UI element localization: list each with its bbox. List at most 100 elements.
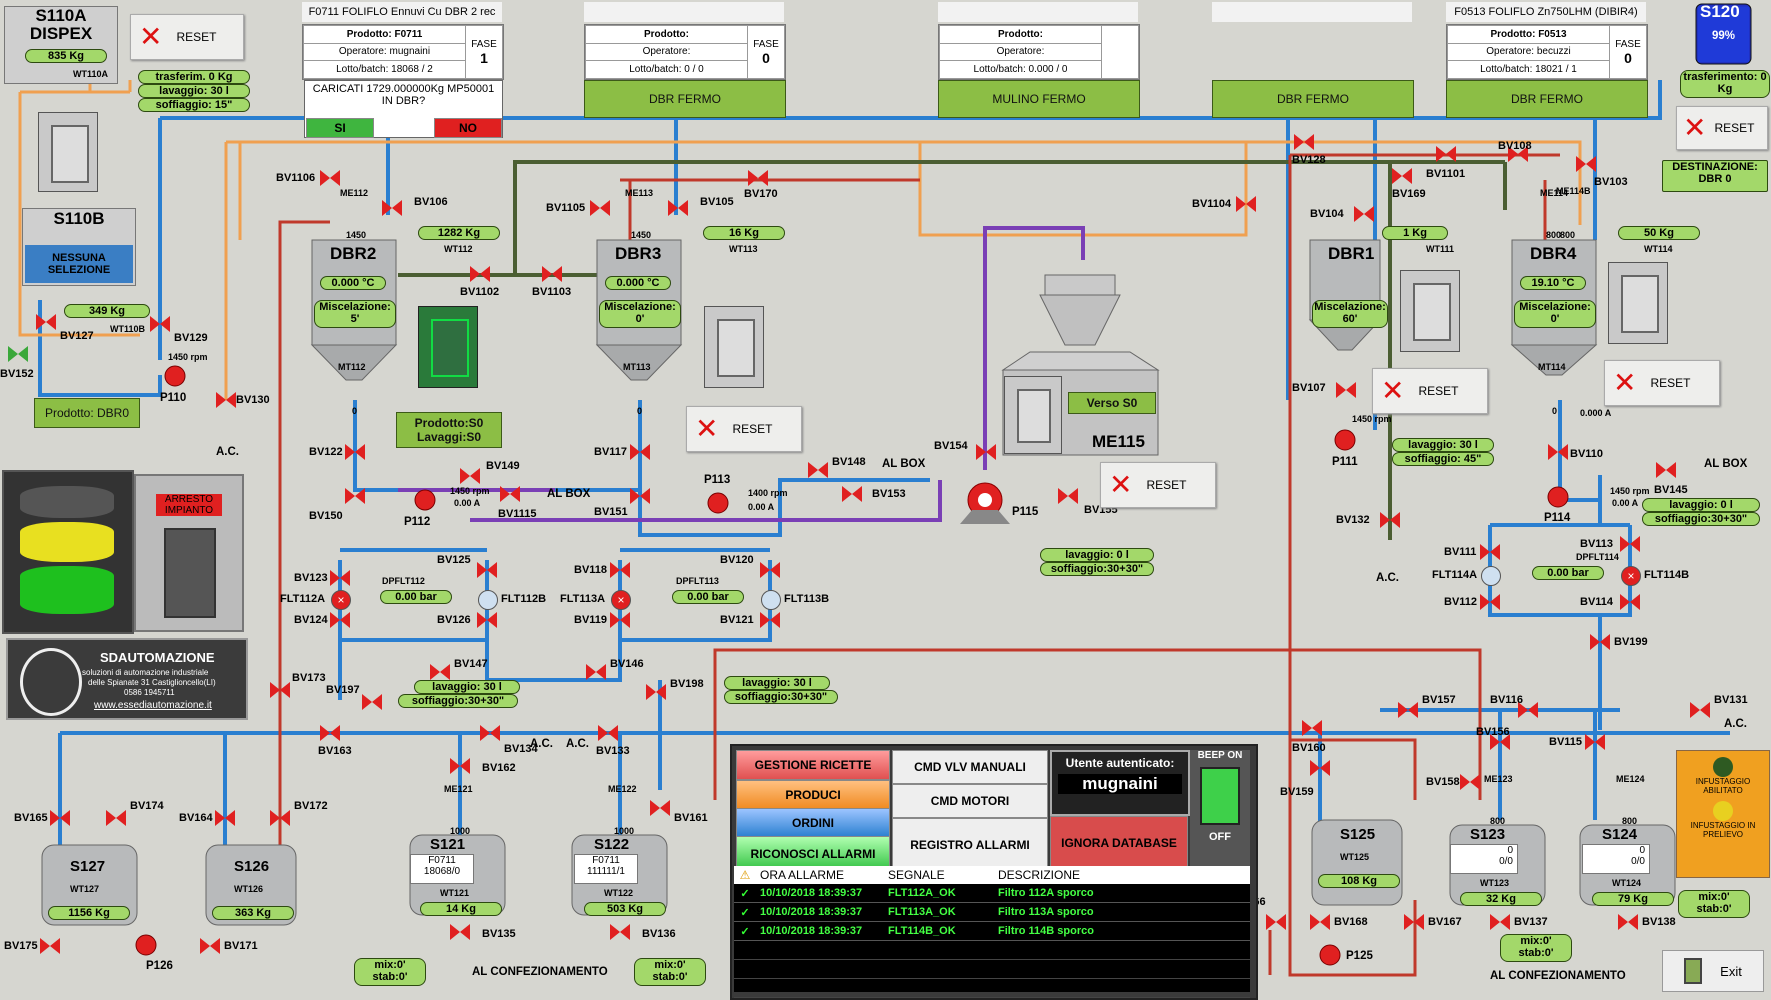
valve-bv199[interactable]	[1590, 634, 1610, 650]
filter-flt112a[interactable]: ×	[331, 590, 351, 610]
menu-cmd-vlv-manuali[interactable]: CMD VLV MANUALI	[892, 750, 1048, 784]
valve-bv151[interactable]	[630, 488, 650, 504]
valve-bv132[interactable]	[1380, 512, 1400, 528]
valve-bv173[interactable]	[270, 682, 290, 698]
menu-gestione-ricette[interactable]: GESTIONE RICETTE	[736, 750, 890, 780]
valve-bv1102[interactable]	[470, 266, 490, 282]
valve-bv129[interactable]	[150, 316, 170, 332]
valve-bv165[interactable]	[50, 810, 70, 826]
menu-ordini[interactable]: ORDINI	[736, 808, 890, 838]
valve-bv136[interactable]	[610, 924, 630, 940]
valve-bv106[interactable]	[382, 200, 402, 216]
valve-bv198[interactable]	[646, 684, 666, 700]
col-signal[interactable]: SEGNALE	[888, 868, 945, 882]
valve-bv120[interactable]	[760, 562, 780, 578]
switch-s110a[interactable]	[38, 112, 98, 192]
col-time[interactable]: ORA ALLARME	[760, 868, 845, 882]
valve-bv162[interactable]	[450, 758, 470, 774]
valve-bv174[interactable]	[106, 810, 126, 826]
silo-s110b[interactable]: S110B NESSUNA SELEZIONE	[22, 208, 136, 286]
col-desc[interactable]: DESCRIZIONE	[998, 868, 1081, 882]
dialog-yes-button[interactable]: SI	[306, 118, 374, 138]
valve-bv154[interactable]	[976, 444, 996, 460]
valve-bv169[interactable]	[1392, 168, 1412, 184]
valve-bv150[interactable]	[345, 488, 365, 504]
valve-bv145[interactable]	[1656, 462, 1676, 478]
valve-bv124[interactable]	[330, 612, 350, 628]
dialog-no-button[interactable]: NO	[434, 118, 502, 138]
valve-bv156[interactable]	[1490, 734, 1510, 750]
valve-bv115[interactable]	[1585, 734, 1605, 750]
ignora-database-button[interactable]: IGNORA DATABASE	[1050, 816, 1188, 870]
valve-bv104[interactable]	[1354, 206, 1374, 222]
valve-bv1106[interactable]	[320, 170, 340, 186]
valve-bv163[interactable]	[320, 725, 340, 741]
silo-s110a[interactable]: S110A DISPEX 835 Kg WT110A	[4, 6, 118, 84]
valve-bv171[interactable]	[200, 938, 220, 954]
valve-bv107[interactable]	[1336, 382, 1356, 398]
valve-bv125[interactable]	[477, 562, 497, 578]
tank-s127[interactable]	[41, 844, 138, 926]
menu-registro-allarmi[interactable]: REGISTRO ALLARMI	[892, 818, 1048, 872]
valve-bv121[interactable]	[760, 612, 780, 628]
reset-button-s120[interactable]: ✕RESET	[1676, 106, 1768, 150]
valve-bv114[interactable]	[1620, 594, 1640, 610]
valve-bv134[interactable]	[480, 725, 500, 741]
valve-bv127[interactable]	[36, 314, 56, 330]
filter-flt114a[interactable]	[1481, 566, 1501, 586]
valve-bv175[interactable]	[40, 938, 60, 954]
valve-bv123[interactable]	[330, 570, 350, 586]
valve-bv119[interactable]	[610, 612, 630, 628]
valve-bv137[interactable]	[1490, 914, 1510, 930]
valve-bv166[interactable]	[1266, 914, 1286, 930]
exit-button[interactable]: Exit	[1662, 950, 1764, 992]
valve-bv135[interactable]	[450, 924, 470, 940]
switch-me115[interactable]	[1004, 376, 1062, 454]
valve-bv1101[interactable]	[1436, 146, 1456, 162]
valve-bv155[interactable]	[1058, 488, 1078, 504]
valve-bv164[interactable]	[215, 810, 235, 826]
valve-bv158[interactable]	[1460, 774, 1480, 790]
valve-bv167[interactable]	[1404, 914, 1424, 930]
valve-bv131[interactable]	[1690, 702, 1710, 718]
reset-button-dbr1[interactable]: ✕RESET	[1372, 368, 1488, 414]
valve-bv110[interactable]	[1548, 444, 1568, 460]
filter-flt113a[interactable]: ×	[611, 590, 631, 610]
switch-dbr1[interactable]	[1400, 270, 1460, 352]
reset-button-s110a[interactable]: ✕RESET	[130, 14, 244, 60]
switch-dbr4[interactable]	[1608, 262, 1668, 344]
valve-bv113[interactable]	[1620, 536, 1640, 552]
switch-dbr2[interactable]	[418, 306, 478, 388]
valve-bv153[interactable]	[842, 486, 862, 502]
valve-bv157[interactable]	[1398, 702, 1418, 718]
valve-bv103[interactable]	[1576, 156, 1596, 172]
valve-bv148[interactable]	[808, 462, 828, 478]
reset-button-dbr3[interactable]: ✕RESET	[686, 406, 802, 452]
valve-bv160[interactable]	[1302, 720, 1322, 736]
valve-bv149[interactable]	[460, 468, 480, 484]
valve-bv112[interactable]	[1480, 594, 1500, 610]
valve-bv117[interactable]	[630, 444, 650, 460]
filter-flt113b[interactable]	[761, 590, 781, 610]
reset-button-me115[interactable]: ✕RESET	[1100, 462, 1216, 508]
valve-bv168[interactable]	[1310, 914, 1330, 930]
valve-bv147[interactable]	[430, 664, 450, 680]
valve-bv118[interactable]	[610, 562, 630, 578]
valve-bv1104[interactable]	[1236, 196, 1256, 212]
filter-flt112b[interactable]	[478, 590, 498, 610]
pump-p115[interactable]	[960, 482, 1010, 524]
valve-bv172[interactable]	[270, 810, 290, 826]
valve-bv122[interactable]	[345, 444, 365, 460]
beep-toggle[interactable]: BEEP ON OFF	[1190, 750, 1250, 868]
filter-flt114b[interactable]: ×	[1621, 566, 1641, 586]
valve-bv1103[interactable]	[542, 266, 562, 282]
tank-s126[interactable]	[205, 844, 297, 926]
valve-bv159[interactable]	[1310, 760, 1330, 776]
valve-bv161[interactable]	[650, 800, 670, 816]
valve-bv1105[interactable]	[590, 200, 610, 216]
valve-bv130[interactable]	[216, 392, 236, 408]
emergency-stop[interactable]: ARRESTO IMPIANTO	[134, 474, 244, 632]
